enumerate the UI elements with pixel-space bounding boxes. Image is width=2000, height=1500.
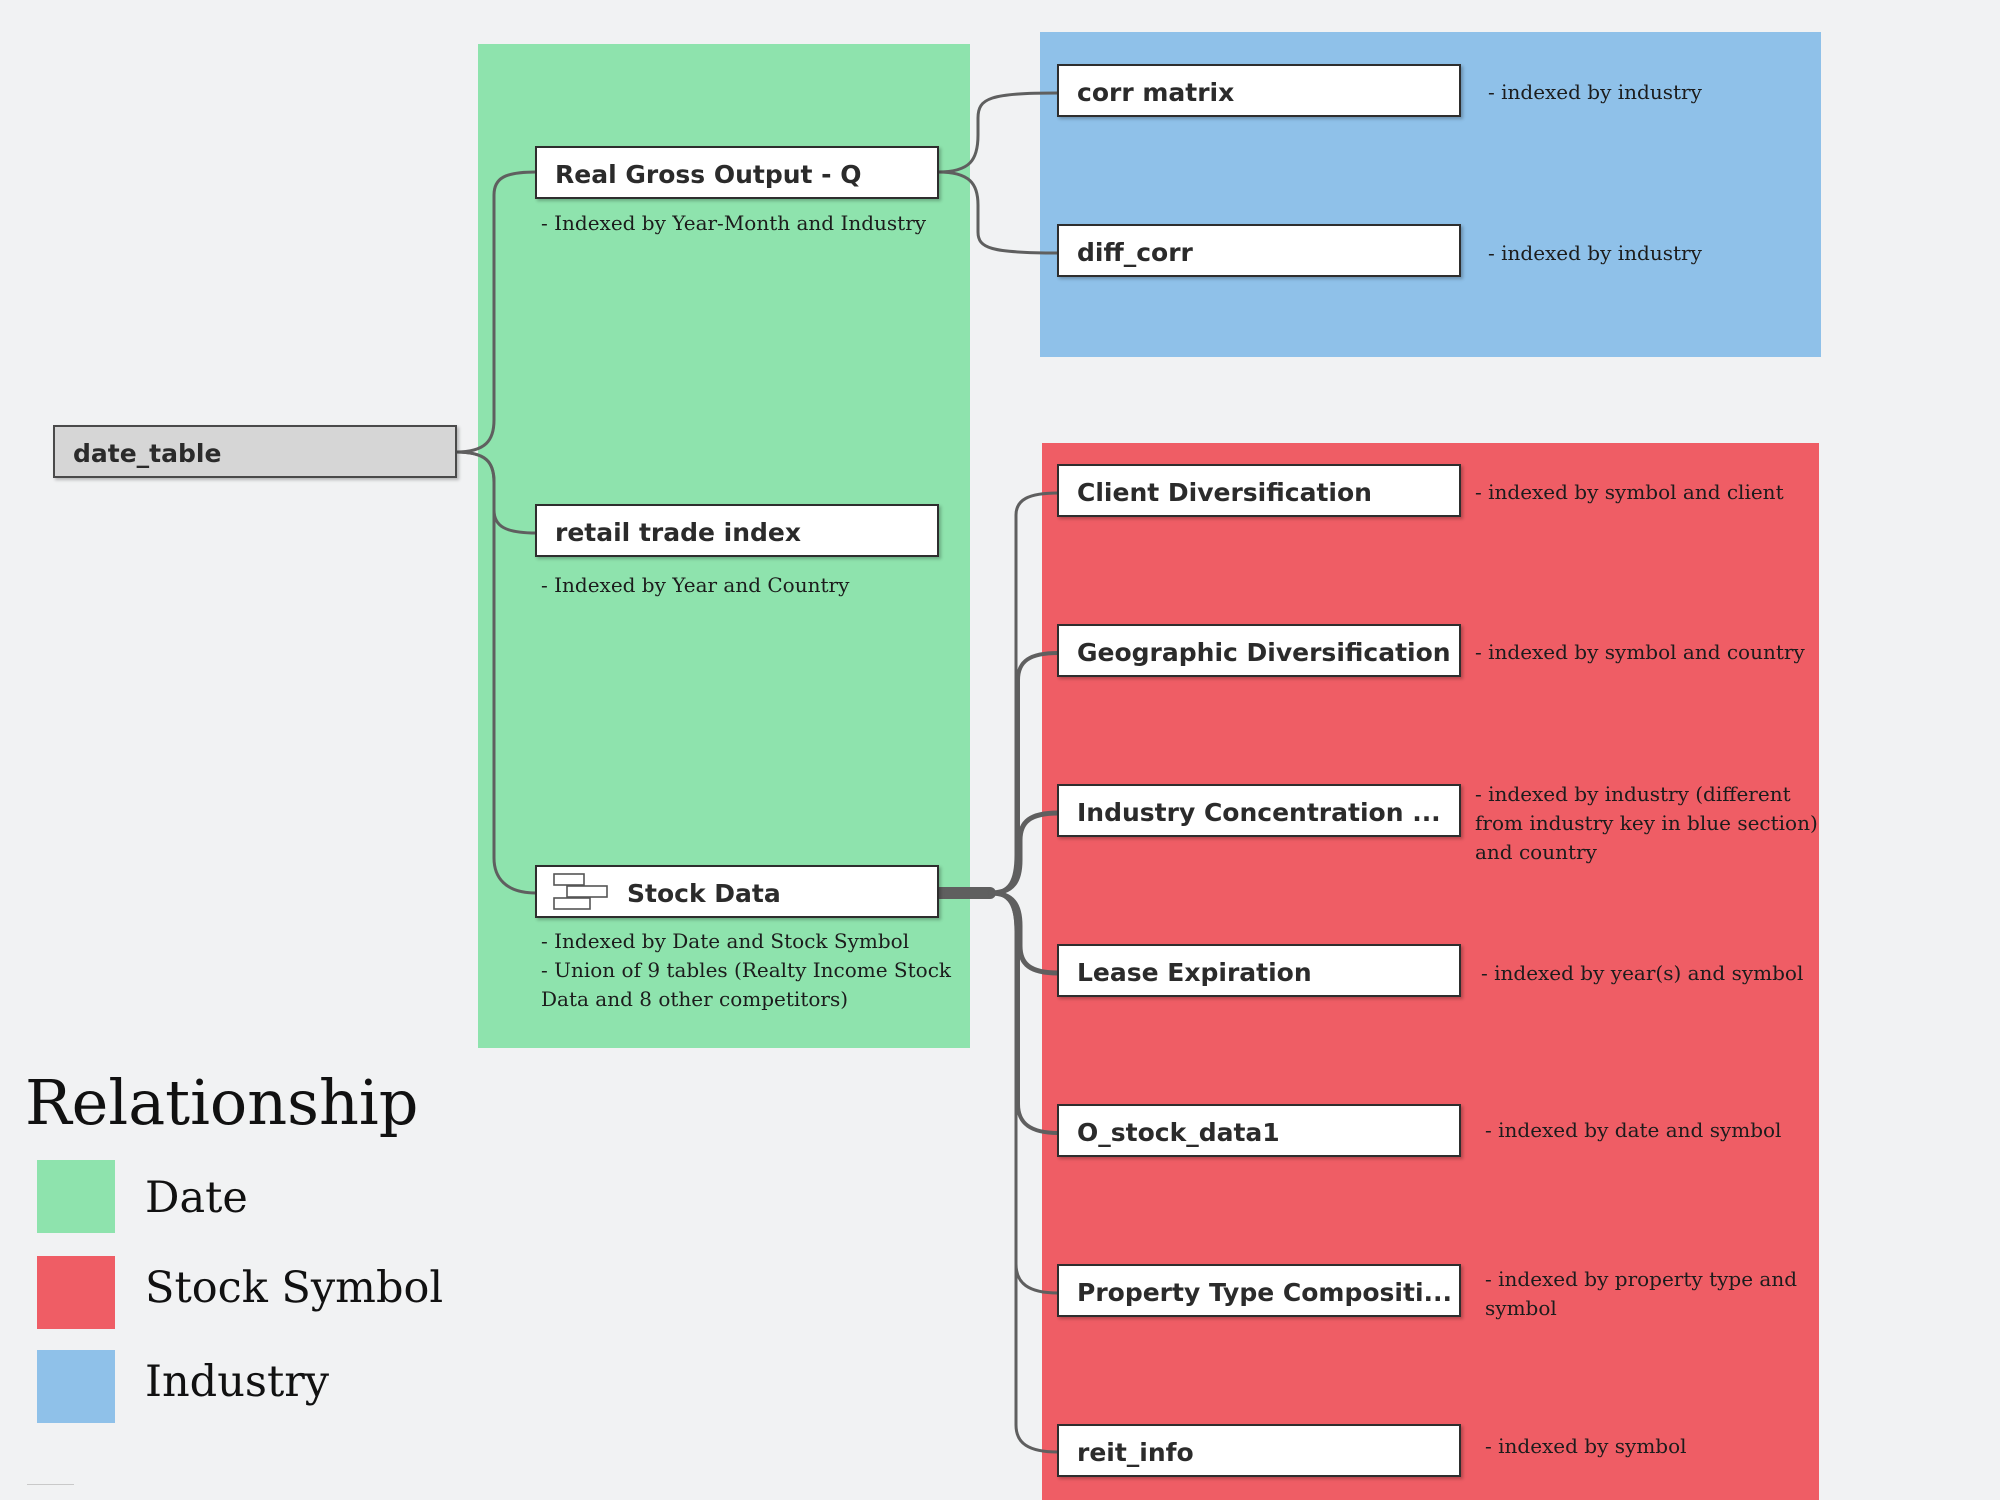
table-note: - indexed by symbol and country <box>1475 640 1805 664</box>
client-diversification-table[interactable]: Client Diversification <box>1057 464 1461 517</box>
connector-real-gross-to-corr <box>936 91 1060 174</box>
table-note: - Indexed by Date and Stock Symbol - Uni… <box>541 929 952 1011</box>
connector-date-to-stock <box>454 450 538 895</box>
table-note: - indexed by symbol and client <box>1475 480 1784 504</box>
lease-expiration-table[interactable]: Lease Expiration <box>1057 944 1461 997</box>
table-label: Client Diversification <box>1077 478 1372 507</box>
table-label: O_stock_data1 <box>1077 1118 1280 1147</box>
table-label: diff_corr <box>1077 238 1193 267</box>
table-label: corr matrix <box>1077 78 1235 107</box>
table-note: - indexed by date and symbol <box>1485 1118 1782 1142</box>
connector-stock-to-geographic <box>988 651 1060 895</box>
connector-stock-to-lease <box>987 890 1061 976</box>
table-label: retail trade index <box>555 518 801 547</box>
table-label: Property Type Compositi... <box>1077 1278 1452 1307</box>
divider <box>27 1484 74 1485</box>
industry-concentration-table[interactable]: Industry Concentration ... <box>1057 784 1461 837</box>
table-label: date_table <box>73 439 222 468</box>
legend-label-date: Date <box>145 1173 248 1223</box>
reit-info-table[interactable]: reit_info <box>1057 1424 1461 1477</box>
table-note: - indexed by industry (different from in… <box>1475 782 1818 864</box>
legend-label-stock-symbol: Stock Symbol <box>145 1263 444 1313</box>
table-note: - indexed by industry <box>1488 80 1702 104</box>
table-note: - Indexed by Year and Country <box>541 573 850 597</box>
legend-swatch-industry <box>37 1350 115 1423</box>
real-gross-output-table[interactable]: Real Gross Output - Q <box>535 146 939 199</box>
connector-real-gross-to-diffcorr <box>936 170 1060 255</box>
connector-date-to-real-gross <box>454 170 538 454</box>
retail-trade-index-table[interactable]: retail trade index <box>535 504 939 557</box>
table-label: reit_info <box>1077 1438 1194 1467</box>
union-tables-icon <box>553 873 608 910</box>
legend-label-industry: Industry <box>145 1357 330 1407</box>
connector-stock-to-ostock <box>988 891 1060 1135</box>
table-label: Stock Data <box>627 879 781 908</box>
connector-stock-to-property <box>988 891 1060 1295</box>
connector-stock-to-client <box>988 491 1060 895</box>
table-note: - indexed by year(s) and symbol <box>1481 961 1804 985</box>
legend-swatch-stock-symbol <box>37 1256 115 1329</box>
table-note: - indexed by property type and symbol <box>1485 1267 1798 1320</box>
connector-stock-to-industry-conc <box>987 810 1061 896</box>
table-note: - Indexed by Year-Month and Industry <box>541 211 927 235</box>
corr-matrix-table[interactable]: corr matrix <box>1057 64 1461 117</box>
legend-swatch-date <box>37 1160 115 1233</box>
table-label: Real Gross Output - Q <box>555 160 862 189</box>
stock-data-table[interactable]: Stock Data <box>535 865 939 918</box>
table-note: - indexed by symbol <box>1485 1434 1687 1458</box>
date-table-node[interactable]: date_table <box>53 425 457 478</box>
connector-date-to-retail <box>454 450 538 535</box>
geographic-diversification-table[interactable]: Geographic Diversification <box>1057 624 1461 677</box>
table-label: Industry Concentration ... <box>1077 798 1441 827</box>
table-label: Lease Expiration <box>1077 958 1312 987</box>
legend-title: Relationship <box>25 1066 419 1139</box>
table-label: Geographic Diversification <box>1077 638 1451 667</box>
diff-corr-table[interactable]: diff_corr <box>1057 224 1461 277</box>
property-type-composition-table[interactable]: Property Type Compositi... <box>1057 1264 1461 1317</box>
table-note: - indexed by industry <box>1488 241 1702 265</box>
o-stock-data1-table[interactable]: O_stock_data1 <box>1057 1104 1461 1157</box>
connector-stock-to-reit <box>988 891 1060 1454</box>
